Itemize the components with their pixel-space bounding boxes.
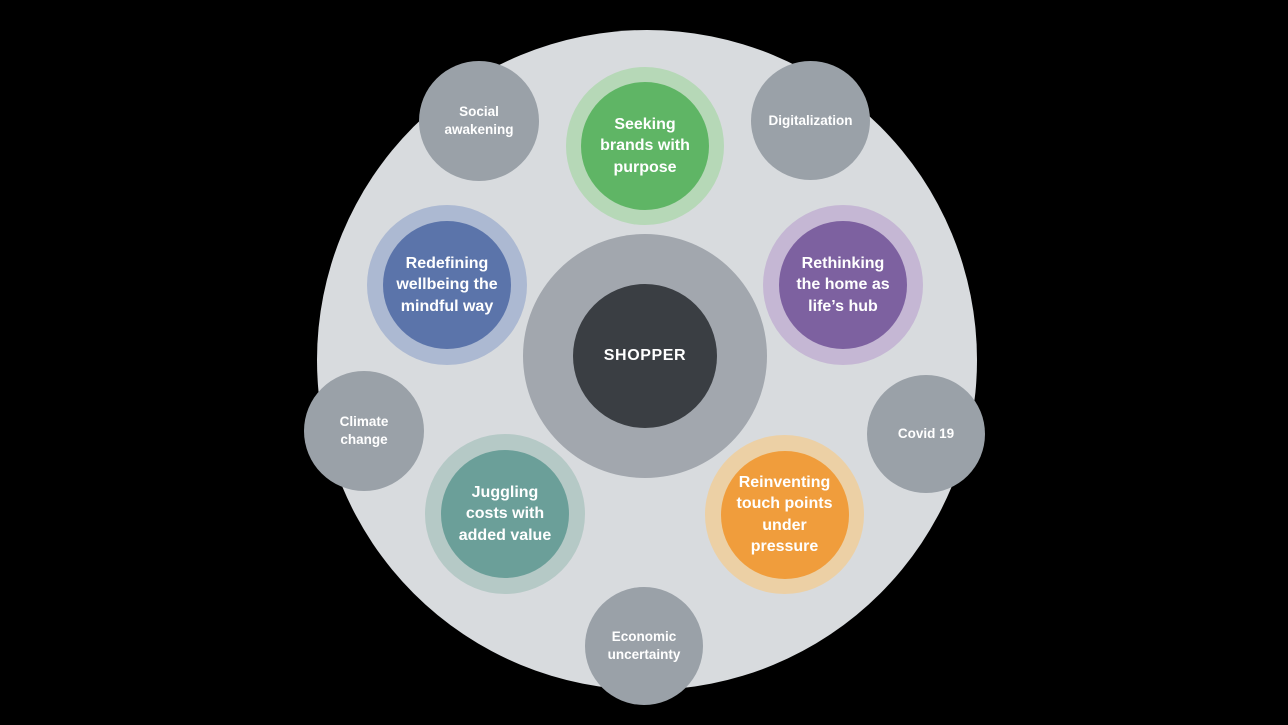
driver-label-climate-change: Climate change <box>339 414 389 447</box>
shopper-label: SHOPPER <box>603 347 687 365</box>
driver-circle-social-awakening: Social awakening <box>419 61 539 181</box>
trend-ring-reinventing-touch-points: Reinventing touch points under pressure <box>705 435 864 594</box>
driver-label-covid-19: Covid 19 <box>897 426 955 442</box>
trend-circle-juggling-costs: Juggling costs with added value <box>441 450 569 578</box>
trend-label-juggling-costs: Juggling costs with added value <box>458 484 552 544</box>
trend-circle-seeking-brands-with-purpose: Seeking brands with purpose <box>581 82 709 210</box>
trend-circle-reinventing-touch-points: Reinventing touch points under pressure <box>720 450 849 579</box>
trend-circle-rethinking-the-home: Rethinking the home as life’s hub <box>779 221 907 349</box>
driver-circle-covid-19: Covid 19 <box>867 375 985 493</box>
trend-label-rethinking-the-home: Rethinking the home as life’s hub <box>796 255 890 315</box>
trend-ring-redefining-wellbeing: Redefining wellbeing the mindful way <box>367 205 527 365</box>
driver-label-social-awakening: Social awakening <box>444 104 514 137</box>
driver-label-economic-uncertainty: Economic uncertainty <box>607 629 681 662</box>
driver-circle-digitalization: Digitalization <box>751 61 870 180</box>
trend-ring-seeking-brands-with-purpose: Seeking brands with purpose <box>566 67 724 225</box>
trend-label-redefining-wellbeing: Redefining wellbeing the mindful way <box>396 255 498 315</box>
trend-ring-juggling-costs: Juggling costs with added value <box>425 434 585 594</box>
shopper-circle: SHOPPER <box>573 284 717 428</box>
shopper-ring: SHOPPER <box>523 234 767 478</box>
trend-circle-redefining-wellbeing: Redefining wellbeing the mindful way <box>383 221 511 349</box>
trend-label-reinventing-touch-points: Reinventing touch points under pressure <box>736 474 833 555</box>
driver-circle-climate-change: Climate change <box>304 371 424 491</box>
trend-label-seeking-brands-with-purpose: Seeking brands with purpose <box>600 116 690 176</box>
driver-circle-economic-uncertainty: Economic uncertainty <box>585 587 703 705</box>
driver-label-digitalization: Digitalization <box>768 112 853 128</box>
trend-ring-rethinking-the-home: Rethinking the home as life’s hub <box>763 205 923 365</box>
